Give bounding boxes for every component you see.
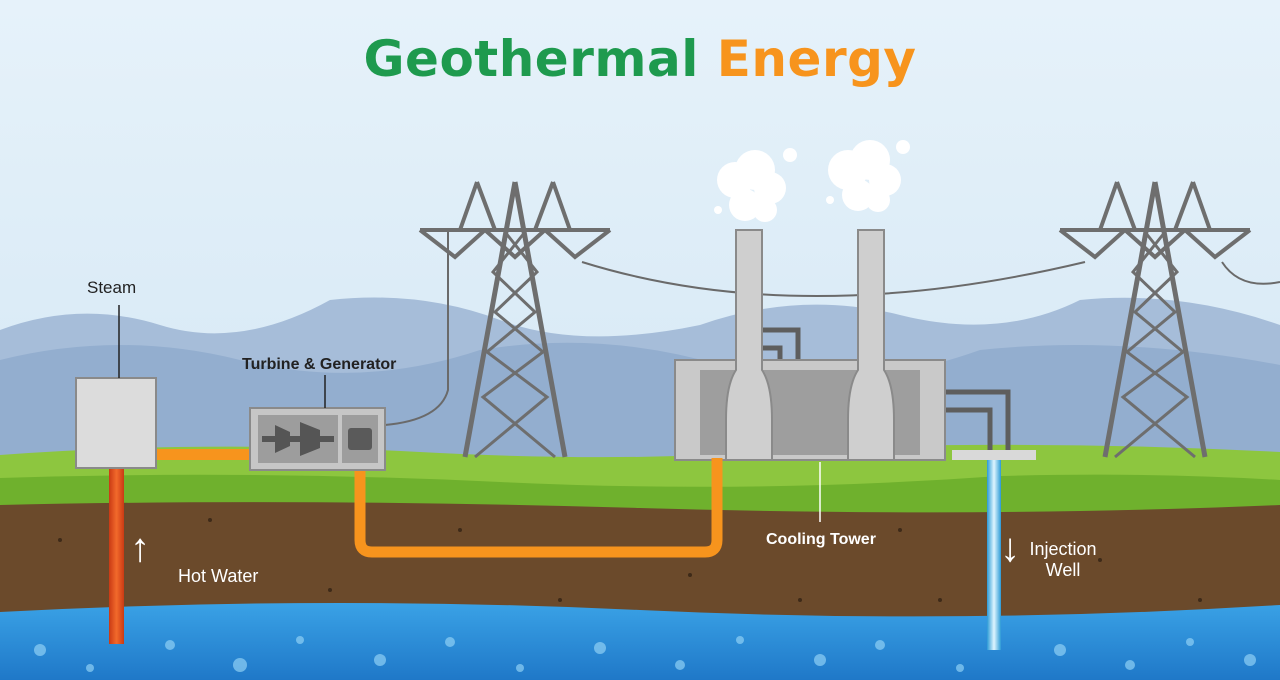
- label-injection-line2: Well: [1045, 560, 1081, 580]
- pipe-turbine-to-cooling: [354, 458, 723, 558]
- steam-separator: [75, 377, 157, 469]
- label-injection-well: Injection Well: [1025, 539, 1101, 581]
- soil: [0, 502, 1280, 625]
- injection-arrow-icon: ↓: [1000, 526, 1020, 570]
- hot-water-arrow-icon: ↑: [130, 526, 150, 570]
- label-injection-line1: Injection: [1029, 539, 1097, 559]
- label-hot-water: Hot Water: [178, 566, 259, 586]
- production-well: [109, 466, 124, 644]
- injection-platform: [952, 450, 1036, 460]
- turbine-icon: [262, 422, 334, 456]
- chimney-right: [847, 229, 895, 461]
- injection-well-pipe: [987, 460, 1001, 650]
- title-word-geothermal: Geothermal: [363, 30, 699, 88]
- underground-water: [0, 602, 1280, 680]
- title-word-energy: Energy: [716, 30, 917, 88]
- power-lines: [384, 228, 1280, 426]
- steam-cloud-left: [714, 148, 797, 222]
- plant-pipes: [762, 327, 1011, 452]
- label-steam: Steam: [87, 278, 137, 297]
- steam-cloud-right: [826, 140, 910, 212]
- page-title: Geothermal Energy: [0, 30, 1280, 88]
- chimney-left: [725, 229, 773, 461]
- generator-icon: [348, 428, 372, 450]
- label-turbine-generator: Turbine & Generator: [242, 356, 397, 373]
- water-bubbles: [34, 636, 1256, 672]
- label-cooling-tower: Cooling Tower: [766, 531, 876, 548]
- pipe-steam-to-turbine: [155, 449, 255, 460]
